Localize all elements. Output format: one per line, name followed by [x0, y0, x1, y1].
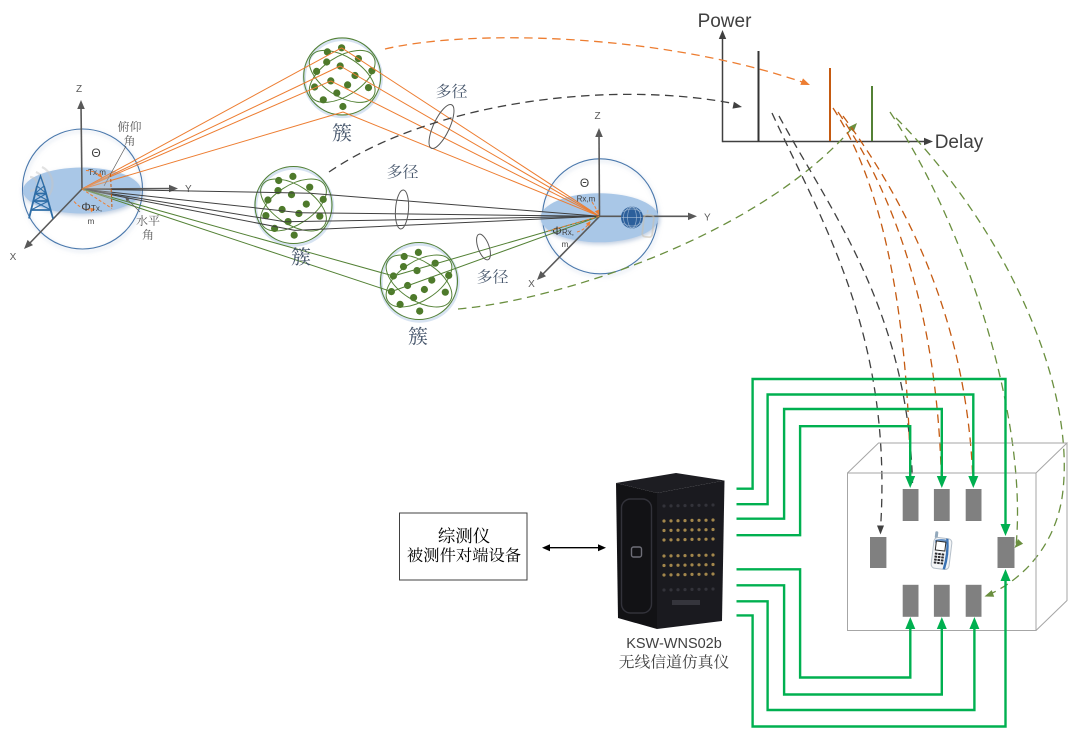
svg-text:X: X	[528, 279, 535, 290]
svg-text:Power: Power	[698, 11, 753, 32]
svg-text:Y: Y	[704, 213, 711, 224]
svg-text:Φ: Φ	[81, 200, 91, 214]
svg-text:Φ: Φ	[552, 224, 562, 238]
svg-text:m: m	[88, 217, 95, 226]
svg-text:Y: Y	[185, 184, 192, 195]
svg-text:X: X	[10, 252, 17, 263]
svg-text:Z: Z	[76, 84, 82, 95]
svg-text:Θ: Θ	[580, 176, 589, 190]
svg-text:Tx,: Tx,	[91, 204, 102, 213]
svg-text:Tx,m: Tx,m	[88, 168, 106, 177]
svg-text:Delay: Delay	[935, 132, 984, 153]
svg-text:KSW-WNS02b: KSW-WNS02b	[626, 636, 722, 652]
svg-text:Rx,: Rx,	[562, 228, 574, 237]
svg-text:m: m	[562, 240, 569, 249]
svg-text:Θ: Θ	[91, 146, 100, 160]
svg-text:Rx,m: Rx,m	[577, 195, 596, 204]
svg-text:Z: Z	[594, 111, 600, 122]
